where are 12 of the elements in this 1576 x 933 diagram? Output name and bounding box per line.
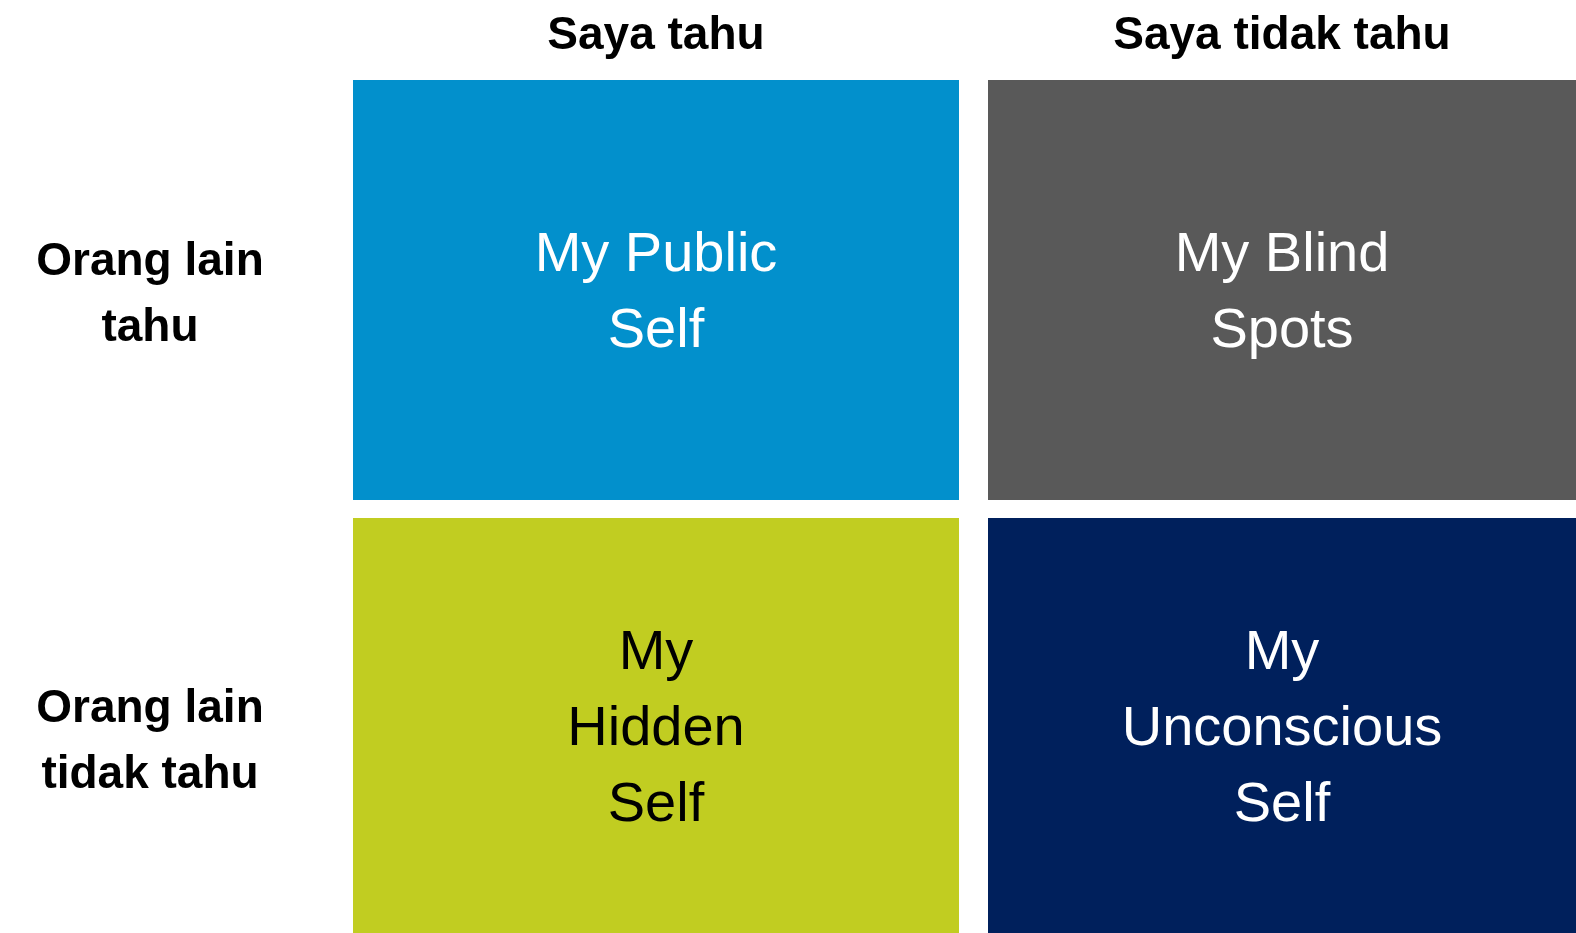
column-header: Saya tahu [546,6,766,61]
quadrant-title: My Unconscious Self [1120,616,1444,835]
quadrant-box [353,518,959,933]
quadrant-box [988,518,1576,933]
row-header: Orang lain tahu [35,232,265,353]
quadrant-box [353,80,959,500]
quadrant-title: My Hidden Self [566,616,746,835]
quadrant-title: My Public Self [533,219,779,361]
quadrant-box [988,80,1576,500]
quadrant-title: My Blind Spots [1173,219,1391,361]
row-header: Orang lain tidak tahu [35,679,265,800]
column-header: Saya tidak tahu [1112,6,1452,61]
